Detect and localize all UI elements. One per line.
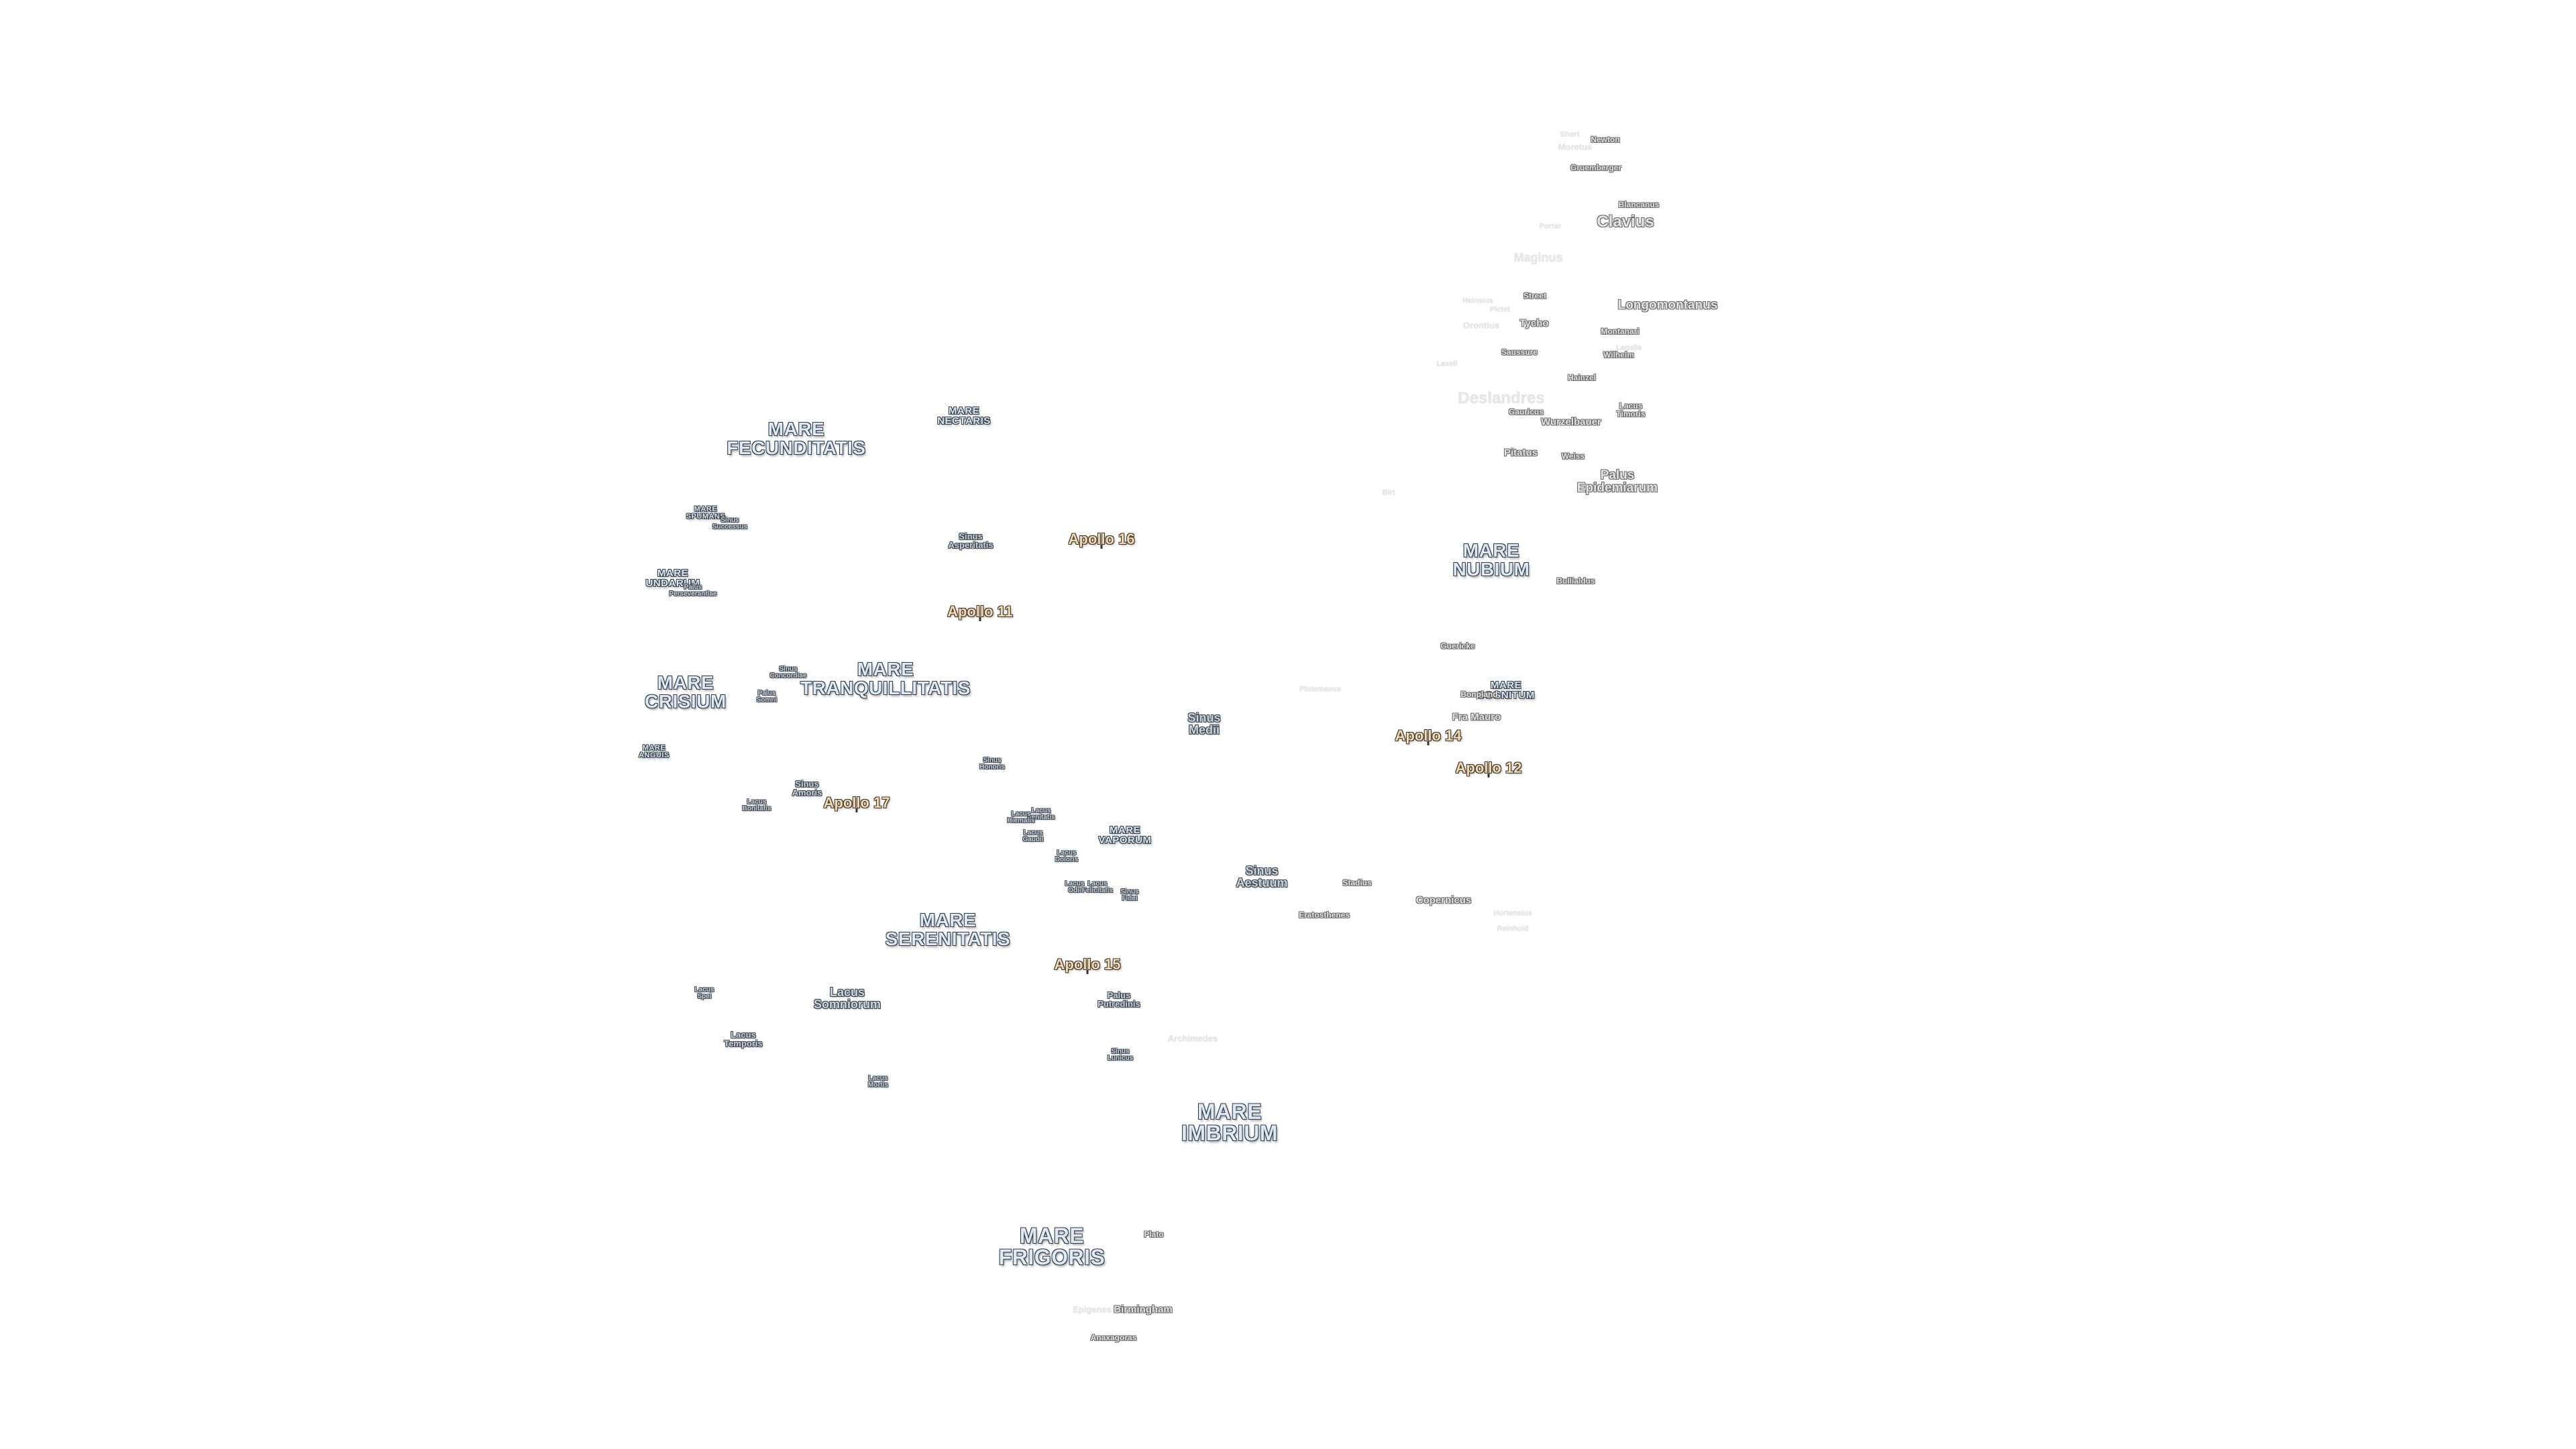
crater-reinhold-label: Reinhold — [1497, 924, 1529, 933]
apollo-15-marker[interactable] — [1086, 970, 1089, 974]
apollo-15-label[interactable]: Apollo 15 — [1054, 956, 1121, 973]
mare-cognitum-label: MARE COGNITUM — [1477, 680, 1535, 701]
crater-wilhelm-label: Wilhelm — [1603, 350, 1634, 360]
lacus-temporis-label: Lacus Temporis — [724, 1030, 763, 1049]
lacus-bonitatis-label: Lacus Bonitatis — [742, 798, 771, 812]
crater-saussure-label: Saussure — [1501, 347, 1538, 357]
crater-plato-label: Plato — [1144, 1230, 1164, 1239]
lacus-spei-label: Lacus Spei — [694, 986, 714, 1000]
mare-tranquillitatis-label: MARE TRANQUILLITATIS — [800, 659, 971, 698]
crater-lagalla-label: Lagalla — [1616, 343, 1642, 352]
sinus-honoris-label: Sinus Honoris — [979, 757, 1005, 771]
lacus-somniorum-label: Lacus Somniorum — [813, 985, 881, 1011]
crater-newton-label: Newton — [1591, 135, 1620, 144]
crater-birmingham-label: Birmingham — [1114, 1303, 1173, 1316]
crater-montanari-label: Montanari — [1601, 327, 1640, 336]
lacus-hiemalis-label: Lacus Hiemalis — [1007, 810, 1035, 824]
sinus-fidei-label: Sinus Fidei — [1120, 888, 1139, 902]
mare-nubium-label: MARE NUBIUM — [1452, 540, 1530, 580]
crater-deslandres-label: Deslandres — [1458, 389, 1545, 407]
crater-anaxagoras-label: Anaxagoras — [1090, 1333, 1137, 1342]
palus-somni-label: Palus Somni — [756, 690, 777, 704]
sinus-asperitatis-label: Sinus Asperitatis — [948, 531, 994, 550]
crater-hainzel-label: Hainzel — [1567, 373, 1597, 382]
mare-crisium-label: MARE CRISIUM — [645, 672, 727, 712]
sinus-concordiae-label: Sinus Concordiae — [769, 665, 807, 680]
crater-tycho-label: Tycho — [1519, 317, 1549, 329]
lacus-gaudii-label: Lacus Gaudii — [1022, 829, 1044, 843]
crater-blancanus-label: Blancanus — [1618, 200, 1660, 209]
palus-perseverantiae-label: Palus Perseverantiae — [669, 584, 717, 598]
lacus-doloris-label: Lacus Doloris — [1055, 849, 1079, 863]
sinus-aestuum-label: Sinus Aestuum — [1236, 864, 1288, 890]
crater-pictet-label: Pictet — [1490, 305, 1510, 314]
apollo-12-marker[interactable] — [1487, 773, 1490, 777]
apollo-14-marker[interactable] — [1427, 741, 1430, 745]
mare-fecunditatis-label: MARE FECUNDITATIS — [727, 419, 866, 458]
mare-serenitatis-label: MARE SERENITATIS — [885, 910, 1011, 949]
crater-pitatus-label: Pitatus — [1503, 447, 1538, 459]
lacus-odii-label: Lacus Odii — [1065, 880, 1085, 894]
palus-epidemiarum-label: Palus Epidemiarum — [1576, 468, 1658, 495]
crater-bullialdus-label: Bullialdus — [1556, 576, 1595, 586]
crater-stadius-label: Stadius — [1342, 878, 1372, 888]
crater-street-label: Street — [1523, 291, 1547, 301]
crater-weiss-label: Weiss — [1561, 451, 1585, 461]
lacus-timoris-label: Lacus Timoris — [1616, 401, 1646, 419]
mare-undarum-label: MARE UNDARUM — [645, 568, 700, 589]
mare-vaporum-label: MARE VAPORUM — [1098, 824, 1152, 846]
crater-ptolemaeus-label: Ptolemaeus — [1299, 685, 1341, 694]
mare-nectaris-label: MARE NECTARIS — [937, 405, 991, 427]
palus-putredinis-label: Palus Putredinis — [1097, 990, 1140, 1009]
apollo-17-label[interactable]: Apollo 17 — [823, 794, 890, 811]
crater-gruemberger-label: Gruemberger — [1570, 163, 1622, 172]
crater-short-label: Short — [1560, 130, 1580, 139]
crater-archimedes-label: Archimedes — [1167, 1033, 1218, 1044]
crater-hortensius-label: Hortensius — [1493, 909, 1532, 918]
apollo-12-label[interactable]: Apollo 12 — [1455, 759, 1522, 776]
mare-anguis-label: MARE ANGUIS — [639, 744, 669, 759]
crater-moretus-label: Moretus — [1558, 142, 1593, 152]
crater-epigenes-label: Epigenes — [1073, 1304, 1112, 1315]
apollo-11-label[interactable]: Apollo 11 — [947, 603, 1013, 620]
lacus-felicitatis-label: Lacus Felicitatis — [1081, 880, 1114, 894]
crater-guericke-label: Guericke — [1440, 641, 1475, 651]
crater-fra-mauro-label: Fra Mauro — [1452, 711, 1501, 723]
crater-heinsius-label: Heinsius — [1462, 297, 1493, 305]
sinus-medii-label: Sinus Medii — [1187, 711, 1221, 737]
mare-spumans-label: MARE SPUMANS — [686, 505, 726, 521]
crater-clavius-label: Clavius — [1597, 213, 1654, 231]
crater-copernicus-label: Copernicus — [1415, 894, 1472, 906]
sinus-successus-label: Sinus Successus — [712, 517, 748, 531]
crater-birt-label: Birt — [1382, 488, 1395, 497]
lacus-mortis-label: Lacus Mortis — [868, 1075, 888, 1089]
crater-gauricus-label: Gauricus — [1508, 407, 1544, 417]
sinus-lunicus-label: Sinus Lunicus — [1107, 1048, 1134, 1062]
apollo-16-label[interactable]: Apollo 16 — [1068, 531, 1135, 547]
crater-bonpland-label: Bonpland — [1460, 690, 1498, 699]
sinus-amoris-label: Sinus Amoris — [792, 779, 822, 798]
mare-frigoris-label: MARE FRIGORIS — [998, 1224, 1106, 1269]
crater-longomontanus-label: Longomontanus — [1617, 298, 1718, 313]
crater-orontius-label: Orontius — [1462, 320, 1500, 331]
apollo-16-marker[interactable] — [1100, 545, 1103, 549]
crater-eratosthenes-label: Eratosthenes — [1298, 910, 1350, 920]
apollo-11-marker[interactable] — [979, 617, 981, 621]
crater-porter-label: Porter — [1539, 222, 1562, 231]
apollo-17-marker[interactable] — [855, 808, 858, 812]
crater-wurzelbauer-label: Wurzelbauer — [1541, 416, 1601, 428]
crater-lexell-label: Lexell — [1436, 360, 1458, 368]
apollo-14-label[interactable]: Apollo 14 — [1395, 727, 1462, 744]
mare-imbrium-label: MARE IMBRIUM — [1181, 1099, 1278, 1145]
lacus-lenitatis-label: Lacus Lenitatis — [1027, 807, 1055, 821]
crater-maginus-label: Maginus — [1513, 251, 1563, 264]
